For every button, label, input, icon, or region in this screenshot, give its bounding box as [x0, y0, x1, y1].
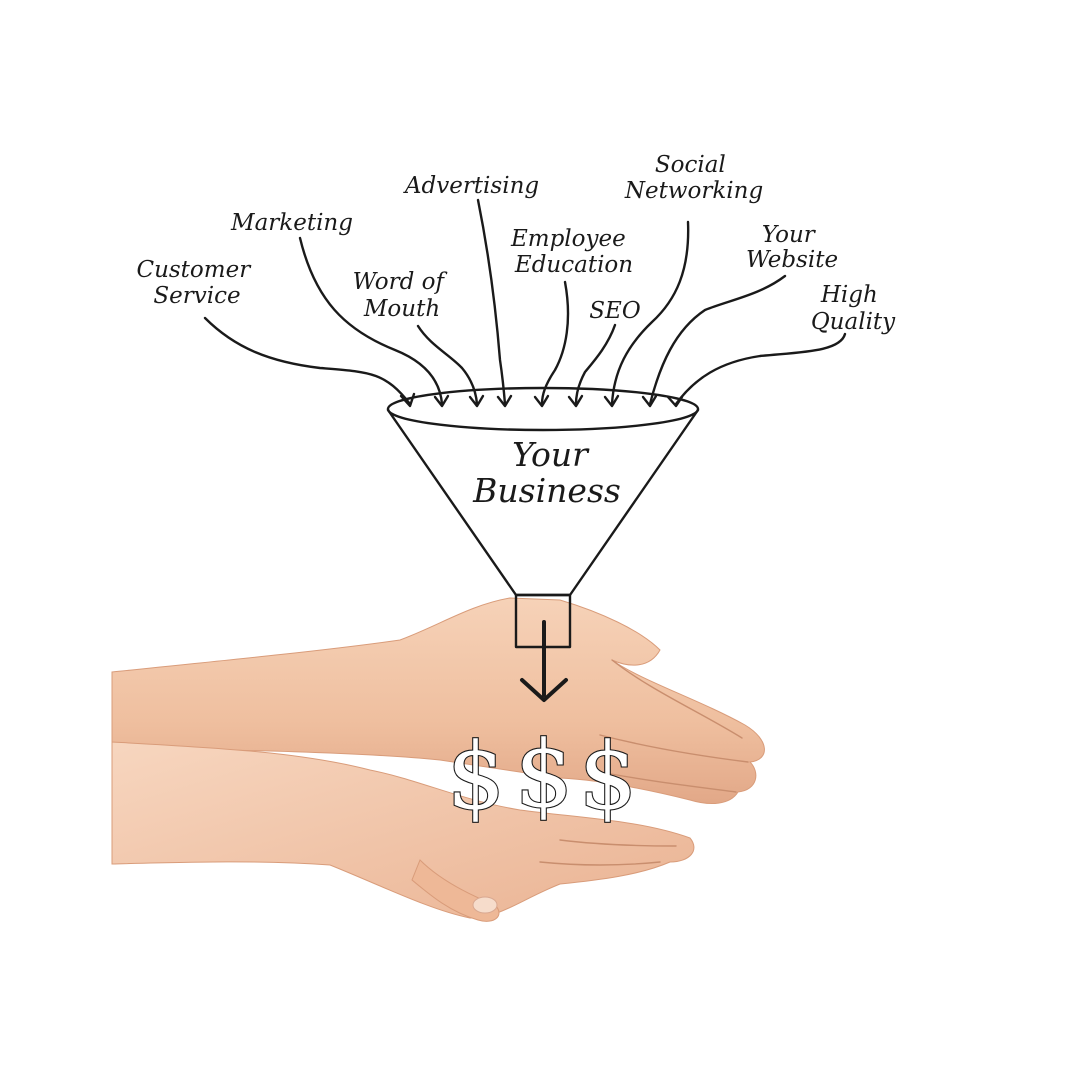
thumbnail	[472, 896, 498, 914]
arrow-your-website	[648, 274, 787, 406]
arrow-word-of-mouth	[416, 324, 479, 406]
arrow-customer-service	[203, 316, 412, 406]
label-social-networking: Social Networking	[624, 152, 763, 204]
cupped-hands	[111, 597, 765, 922]
arrow-seo	[574, 323, 617, 406]
label-high-quality: High Quality	[811, 282, 896, 335]
input-labels: Customer Service Marketing Word of Mouth…	[136, 152, 896, 335]
lower-hand	[111, 741, 695, 919]
upper-hand	[111, 597, 765, 805]
arrowheads	[399, 392, 684, 408]
arrow-social-networking	[610, 220, 690, 406]
arrow-high-quality	[674, 332, 847, 406]
label-customer-service: Customer Service	[136, 257, 257, 309]
arrow-marketing	[298, 236, 444, 406]
label-marketing: Marketing	[230, 210, 353, 236]
label-advertising: Advertising	[403, 173, 539, 199]
arrow-employee-education	[540, 280, 570, 406]
dollar-sign-3: $	[579, 723, 638, 830]
funnel-label-line2: Business	[472, 471, 621, 510]
funnel-rim	[386, 386, 700, 432]
label-your-website: Your Website	[746, 222, 838, 273]
funnel-label-line1: Your	[512, 435, 590, 474]
label-seo: SEO	[589, 298, 641, 324]
arrow-advertising	[476, 198, 507, 406]
label-employee-education: Employee Education	[510, 226, 633, 278]
funnel: Your Business	[386, 386, 700, 649]
dollar-sign-2: $	[515, 721, 574, 828]
label-word-of-mouth: Word of Mouth	[353, 269, 452, 322]
output-symbols: $ $ $	[446, 720, 639, 831]
dollar-sign-1: $	[447, 723, 506, 830]
output-arrow	[520, 620, 568, 702]
